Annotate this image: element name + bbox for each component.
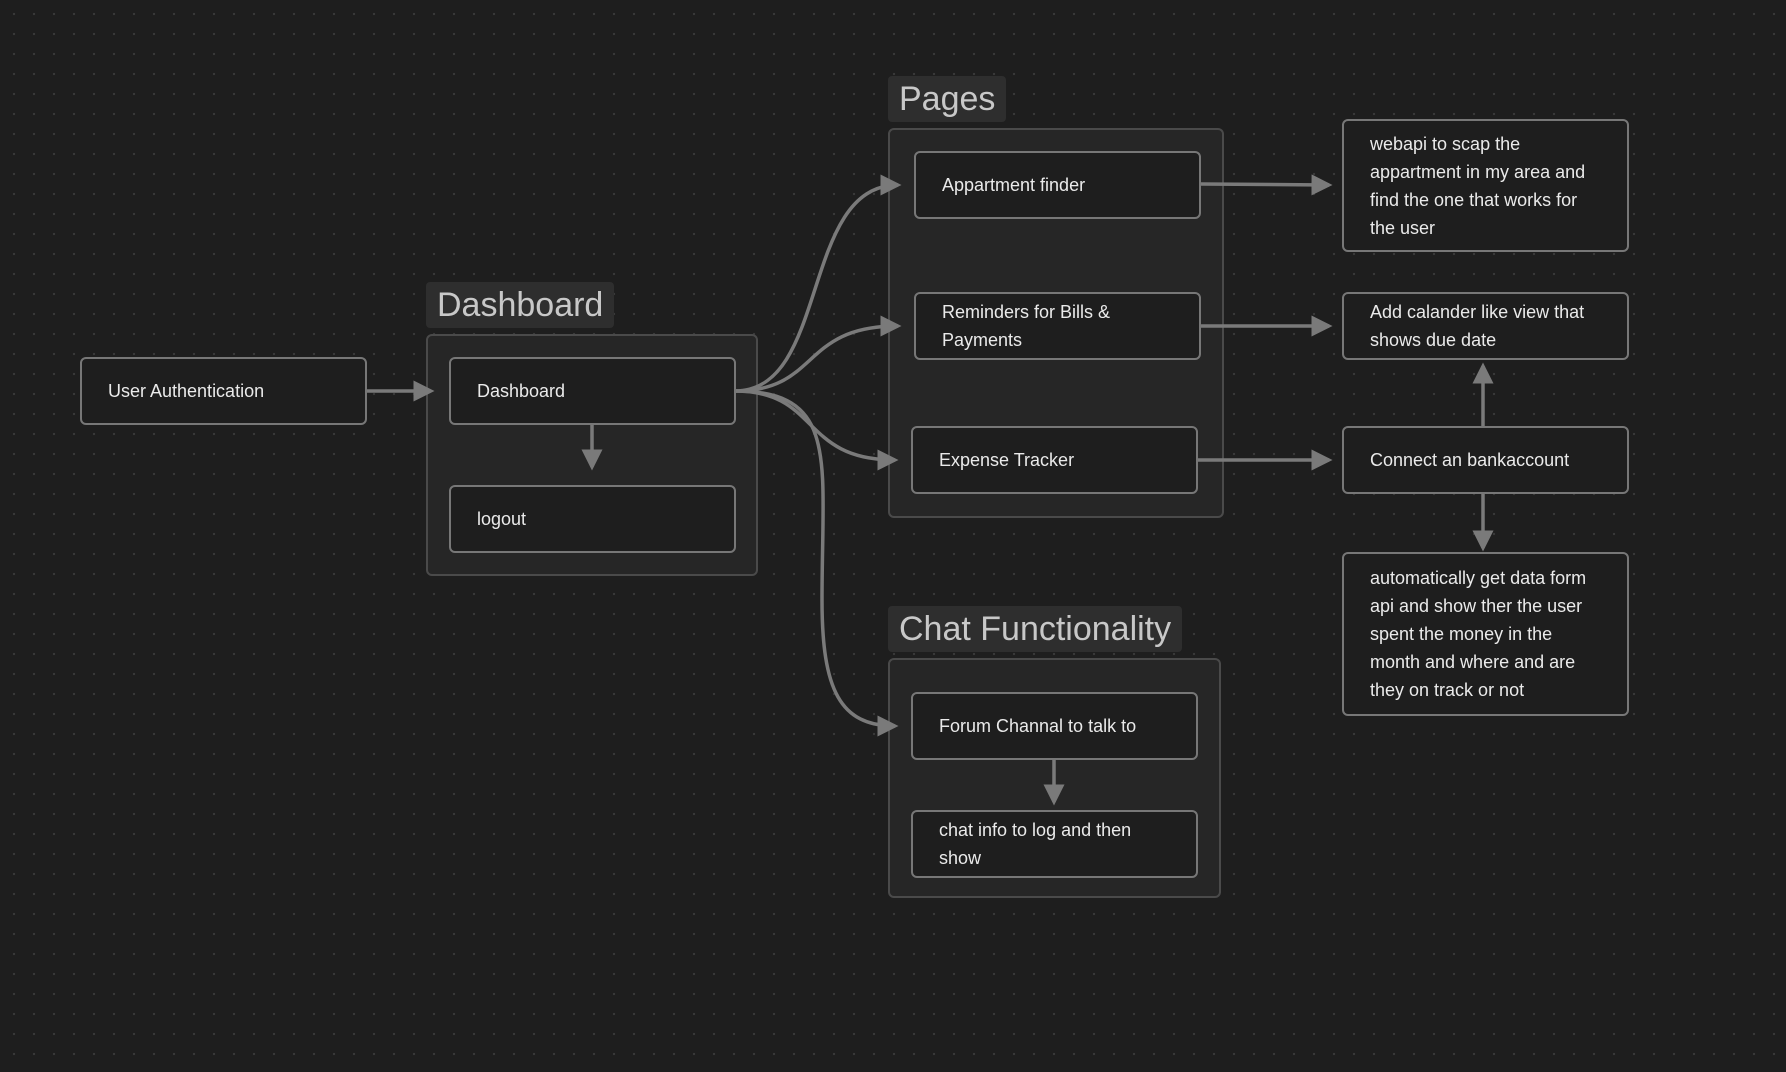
node-label: automatically get data form api and show… <box>1370 568 1587 700</box>
edge-dashboard-to-reminders <box>734 315 902 393</box>
edge-dashboard-to-forum <box>734 389 899 737</box>
node-label: Expense Tracker <box>939 450 1075 470</box>
node-reminders-bills-payments[interactable]: Reminders for Bills & Payments <box>914 292 1201 360</box>
node-logout[interactable]: logout <box>449 485 736 553</box>
node-expense-tracker[interactable]: Expense Tracker <box>911 426 1198 494</box>
node-label: Forum Channal to talk to <box>939 716 1137 736</box>
node-auto-spending-data[interactable]: automatically get data form api and show… <box>1342 552 1629 716</box>
node-label: chat info to log and then show <box>939 820 1132 868</box>
node-webapi-apartment-scraper[interactable]: webapi to scap the appartment in my area… <box>1342 119 1629 252</box>
node-chat-info-log[interactable]: chat info to log and then show <box>911 810 1198 878</box>
node-label: logout <box>477 509 527 529</box>
node-dashboard[interactable]: Dashboard <box>449 357 736 425</box>
node-forum-channel[interactable]: Forum Channal to talk to <box>911 692 1198 760</box>
group-label-dashboard: Dashboard <box>426 282 615 328</box>
edge-dashboard-to-apartment-finder <box>734 174 902 393</box>
node-label: Appartment finder <box>942 175 1086 195</box>
node-label: Connect an bankaccount <box>1370 450 1570 470</box>
edge-dashboard-to-expense-tracker <box>734 389 899 471</box>
node-label: Add calander like view that shows due da… <box>1370 302 1585 350</box>
node-connect-bank-account[interactable]: Connect an bankaccount <box>1342 426 1629 494</box>
node-apartment-finder[interactable]: Appartment finder <box>914 151 1201 219</box>
node-calendar-view[interactable]: Add calander like view that shows due da… <box>1342 292 1629 360</box>
group-label-chat-functionality: Chat Functionality <box>888 606 1183 652</box>
node-label: Reminders for Bills & Payments <box>942 302 1111 350</box>
group-label-pages: Pages <box>888 76 1007 122</box>
node-label: User Authentication <box>108 381 265 401</box>
node-label: webapi to scap the appartment in my area… <box>1370 133 1586 238</box>
node-user-authentication[interactable]: User Authentication <box>80 357 367 425</box>
node-label: Dashboard <box>477 381 566 401</box>
